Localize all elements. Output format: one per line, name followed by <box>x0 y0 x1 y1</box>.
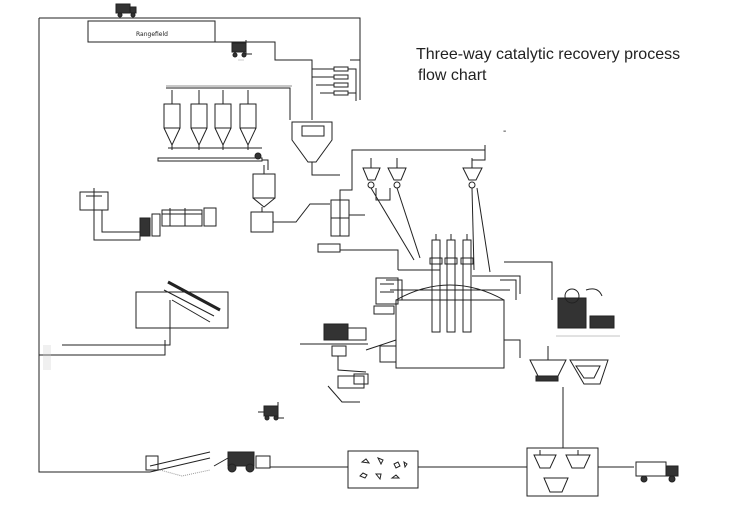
dump-truck-icon <box>115 3 137 18</box>
hopper-silo-icon <box>163 90 181 147</box>
hopper-silo-icon <box>291 121 340 176</box>
hopper-silo-icon <box>362 158 381 189</box>
smelting-furnace-icon <box>317 234 521 369</box>
hopper-silo-icon <box>239 90 257 147</box>
dump-truck-icon <box>635 461 679 483</box>
belt-conveyor-icon <box>145 451 211 477</box>
wheel-loader-icon <box>213 451 271 473</box>
feed-chutes <box>370 187 491 273</box>
diagram-title: Three-way catalytic recovery process flo… <box>416 44 680 86</box>
grinding-station <box>300 323 397 403</box>
hopper-silo-icon <box>214 90 232 147</box>
hopper-silo-icon <box>190 90 208 147</box>
feed-lines-to-hopper <box>215 41 360 120</box>
gas-cleaning-unit <box>556 288 620 337</box>
forklift-icon <box>231 40 252 61</box>
rangefield-label: Rangefield <box>136 31 168 38</box>
pump-station <box>79 188 217 241</box>
title-line-1: Three-way catalytic recovery process <box>416 46 681 63</box>
mixer-vessel <box>250 165 330 233</box>
silo-row <box>157 85 292 170</box>
slag-line <box>504 261 553 358</box>
settling-tanks <box>529 346 609 385</box>
reaction-vessel <box>330 149 485 237</box>
separation-tanks <box>526 447 599 497</box>
hopper-silo-icon <box>387 158 407 189</box>
rangefield-box: Rangefield <box>87 20 216 43</box>
main-flow-lines <box>38 17 634 473</box>
stray-mark: - <box>503 126 506 137</box>
belt-conveyor-icon <box>62 280 229 346</box>
title-line-2: flow chart <box>418 67 487 84</box>
hopper-silo-icon <box>462 158 483 189</box>
forklift-icon <box>258 402 284 421</box>
crushed-material-box <box>347 450 419 489</box>
